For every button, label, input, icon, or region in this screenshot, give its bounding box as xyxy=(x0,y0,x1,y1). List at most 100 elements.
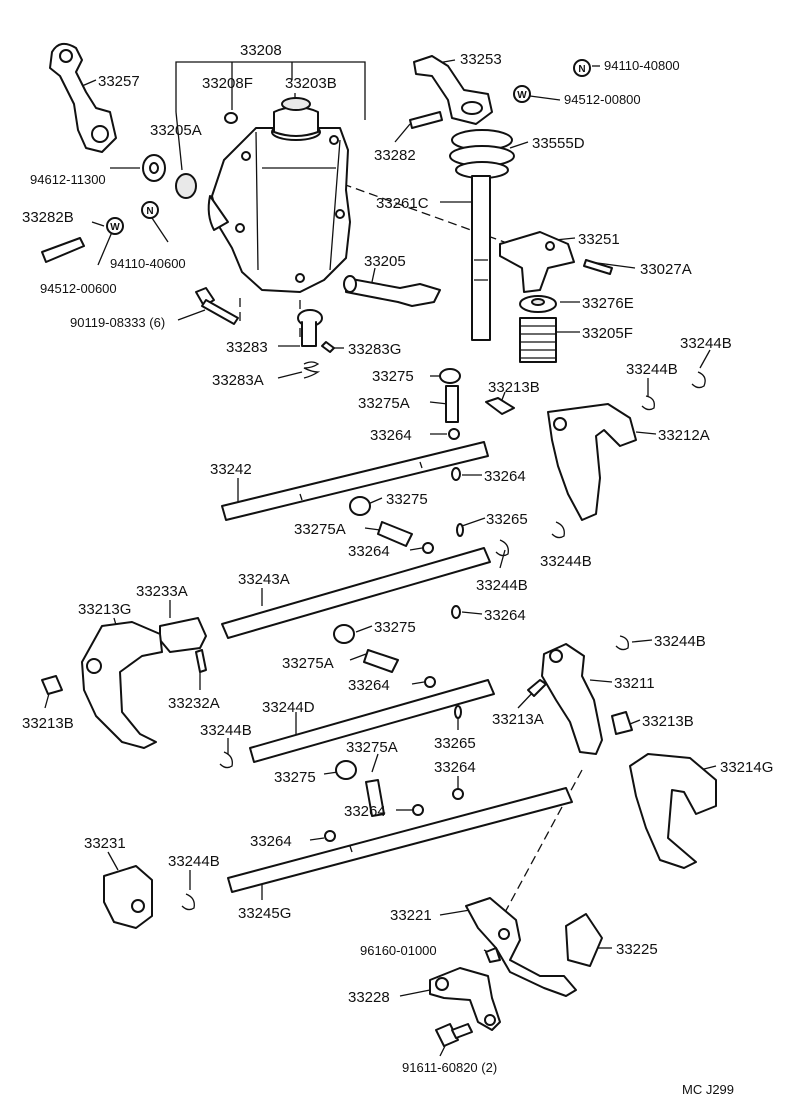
interlock-33251 xyxy=(499,231,575,293)
ball-33264-b xyxy=(451,467,461,481)
clip-96160 xyxy=(485,947,501,963)
label-33245G: 33245G xyxy=(238,905,291,922)
bolt-33213B-a xyxy=(485,397,515,415)
spring-33275A-c xyxy=(363,649,399,673)
label-33212A: 33212A xyxy=(658,427,710,444)
snap-ring-g xyxy=(181,893,195,911)
ball-33264-f xyxy=(452,788,464,800)
label-33275A-b: 33275A xyxy=(294,521,346,538)
label-33275-c: 33275 xyxy=(374,619,416,636)
label-33208F: 33208F xyxy=(202,75,253,92)
head-33233A xyxy=(159,617,207,653)
label-33213G: 33213G xyxy=(78,601,131,618)
parts: N W N W xyxy=(41,42,717,1047)
snap-ring-a xyxy=(691,371,706,389)
label-91611-60820: 91611-60820 (2) xyxy=(402,1060,497,1075)
label-94110-40800: 94110-40800 xyxy=(604,58,680,73)
label-33205F: 33205F xyxy=(582,325,633,342)
svg-text:N: N xyxy=(578,64,585,75)
label-33261C: 33261C xyxy=(376,195,429,212)
snap-ring-b xyxy=(641,395,655,411)
label-33214G: 33214G xyxy=(720,759,773,776)
label-33264-c: 33264 xyxy=(348,543,390,560)
label-33242: 33242 xyxy=(210,461,252,478)
label-33244B-b: 33244B xyxy=(626,361,678,378)
label-33244B-c: 33244B xyxy=(540,553,592,570)
rod-33245G xyxy=(227,787,573,893)
fork-33212A xyxy=(547,403,637,521)
pin-33232A xyxy=(195,649,207,673)
label-33264-f: 33264 xyxy=(434,759,476,776)
label-33213B-a: 33213B xyxy=(488,379,540,396)
snap-ring-d xyxy=(551,521,565,539)
label-33221: 33221 xyxy=(390,907,432,924)
label-33282B: 33282B xyxy=(22,209,74,226)
svg-text:N: N xyxy=(146,206,153,217)
label-33244B-a: 33244B xyxy=(680,335,732,352)
spring-33275A-b xyxy=(377,521,413,547)
ball-33264-d xyxy=(451,605,461,619)
shaft-33261C xyxy=(471,175,491,341)
plug-33208F xyxy=(224,112,238,124)
n-symbol-2: N xyxy=(573,59,591,77)
plug-33275-b xyxy=(349,496,371,516)
boot-33203B xyxy=(271,97,321,141)
label-33276E: 33276E xyxy=(582,295,634,312)
bracket-33228 xyxy=(429,967,501,1031)
fork-33213G xyxy=(81,621,163,749)
label-33264-e: 33264 xyxy=(348,677,390,694)
label-33264-h: 33264 xyxy=(250,833,292,850)
oil-seal-33205A xyxy=(175,173,197,199)
pin-33265-a xyxy=(456,523,464,537)
ball-33264-g xyxy=(412,804,424,816)
label-33228: 33228 xyxy=(348,989,390,1006)
label-33211: 33211 xyxy=(614,675,655,692)
label-33251: 33251 xyxy=(578,231,620,248)
label-33205: 33205 xyxy=(364,253,406,270)
ball-33264-e xyxy=(424,676,436,688)
snap-ring-e xyxy=(615,635,629,651)
label-33264-a: 33264 xyxy=(370,427,412,444)
label-33275A-d: 33275A xyxy=(346,739,398,756)
label-33213A: 33213A xyxy=(492,711,544,728)
pin-33027A xyxy=(583,259,613,275)
fork-33214G xyxy=(629,753,717,869)
footer-code: MC J299 xyxy=(682,1082,734,1097)
label-33213B-c: 33213B xyxy=(642,713,694,730)
bolt-33213B-c xyxy=(611,711,633,735)
label-33208: 33208 xyxy=(240,42,282,59)
label-33275-a: 33275 xyxy=(372,368,414,385)
label-33244B-f: 33244B xyxy=(200,722,252,739)
shift-case-33208 xyxy=(207,127,351,293)
label-33283A: 33283A xyxy=(212,372,264,389)
label-96160-01000: 96160-01000 xyxy=(360,943,437,958)
label-33265-b: 33265 xyxy=(434,735,476,752)
w-symbol-1: W xyxy=(106,217,124,235)
label-33244D: 33244D xyxy=(262,699,315,716)
label-33257: 33257 xyxy=(98,73,140,90)
label-33275-b: 33275 xyxy=(386,491,428,508)
spring-33275A-d xyxy=(365,779,385,817)
w-symbol-2: W xyxy=(513,85,531,103)
label-33027A: 33027A xyxy=(640,261,692,278)
label-33264-d: 33264 xyxy=(484,607,526,624)
label-33244B-e: 33244B xyxy=(654,633,706,650)
n-symbol-1: N xyxy=(141,201,159,219)
ball-33264-h xyxy=(324,830,336,842)
label-94612-11300: 94612-11300 xyxy=(30,172,106,187)
rod-33243A xyxy=(221,547,491,639)
pin-33282 xyxy=(409,111,443,129)
svg-text:W: W xyxy=(110,222,120,233)
snap-ring-c xyxy=(495,539,509,557)
pin-33213A xyxy=(527,679,547,697)
bolt-91611 xyxy=(435,1023,473,1047)
label-33244B-d: 33244B xyxy=(476,577,528,594)
spring-33283A xyxy=(303,361,321,379)
label-33203B: 33203B xyxy=(285,75,337,92)
label-33243A: 33243A xyxy=(238,571,290,588)
label-33213B-b: 33213B xyxy=(22,715,74,732)
boot-33555D xyxy=(449,129,515,179)
svg-text:W: W xyxy=(517,90,527,101)
label-33232A: 33232A xyxy=(168,695,220,712)
fork-33211 xyxy=(541,643,603,755)
